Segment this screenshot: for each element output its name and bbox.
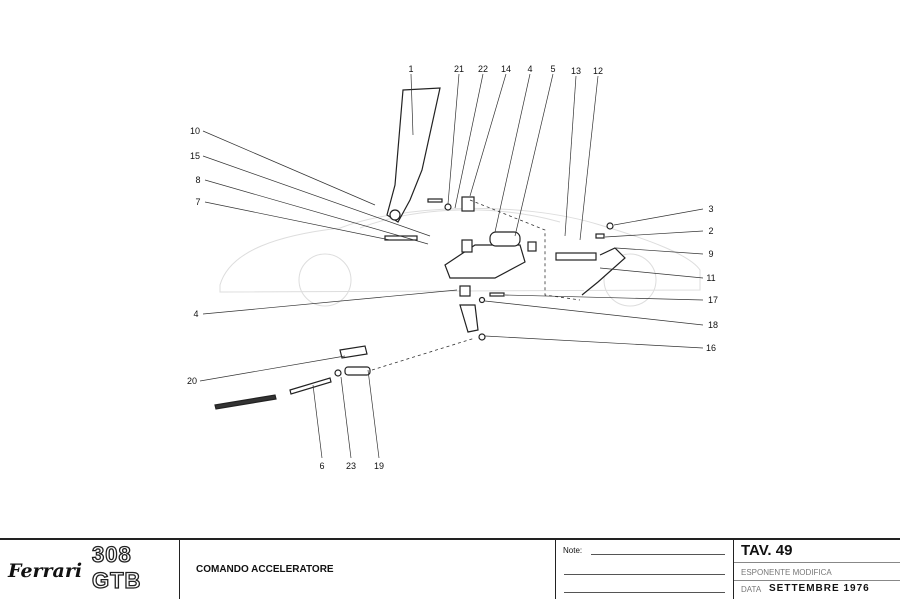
callout-label: 9: [708, 249, 713, 259]
date-label: DATA: [741, 585, 762, 594]
logo-cell: Ferrari 308 GTB: [0, 540, 180, 599]
title-cell: COMANDO ACCELERATORE: [180, 540, 556, 599]
callout-label: 4: [527, 64, 532, 74]
note-line: [564, 574, 725, 575]
table-number: TAV. 49: [741, 542, 793, 559]
note-label: Note:: [563, 546, 583, 555]
callout-label: 12: [593, 66, 603, 76]
accelerator-pedal: [386, 87, 441, 223]
callout-label: 15: [190, 151, 200, 161]
callout-label: 16: [706, 343, 716, 353]
callout-label: 22: [478, 64, 488, 74]
exploded-parts-diagram: 1 21 22 14 4 5 13 12 10 15 8 7 4 20 3 2 …: [187, 64, 718, 471]
title-block: Ferrari 308 GTB COMANDO ACCELERATORE Not…: [0, 538, 900, 599]
drawing-title: COMANDO ACCELERATORE: [196, 564, 334, 575]
callout-label: 8: [195, 175, 200, 185]
callout-label: 6: [319, 461, 324, 471]
note-line: [591, 554, 725, 555]
callout-label: 18: [708, 320, 718, 330]
callout-label: 14: [501, 64, 511, 74]
divider: [734, 562, 900, 563]
info-cell: TAV. 49 ESPONENTE MODIFICA DATA SETTEMBR…: [734, 540, 900, 599]
revision-label: ESPONENTE MODIFICA: [741, 568, 832, 577]
note-line: [564, 592, 725, 593]
linkage-dashed-guide: [469, 199, 581, 301]
ferrari-logo: Ferrari: [8, 560, 83, 582]
callout-label: 21: [454, 64, 464, 74]
callout-label: 19: [374, 461, 384, 471]
model-name-logo: GTB: [91, 567, 142, 593]
callout-label: 23: [346, 461, 356, 471]
callout-label: 17: [708, 295, 718, 305]
callout-label: 3: [708, 204, 713, 214]
callout-label: 7: [195, 197, 200, 207]
callout-label: 20: [187, 376, 197, 386]
notes-cell: Note:: [556, 540, 734, 599]
model-number-logo: 308: [91, 541, 132, 567]
linkage-parts: [214, 198, 626, 410]
divider: [734, 580, 900, 581]
callout-label: 13: [571, 66, 581, 76]
callout-label: 5: [550, 64, 555, 74]
callout-label: 4: [193, 309, 198, 319]
callout-label: 10: [190, 126, 200, 136]
leader-lines: [199, 73, 704, 459]
cable-dashed-guide: [371, 337, 476, 371]
date-value: SETTEMBRE 1976: [769, 583, 870, 594]
callout-label: 11: [706, 273, 715, 283]
callout-label: 1: [408, 64, 413, 74]
pedal-bracket: [444, 196, 526, 279]
callout-label: 2: [708, 226, 713, 236]
